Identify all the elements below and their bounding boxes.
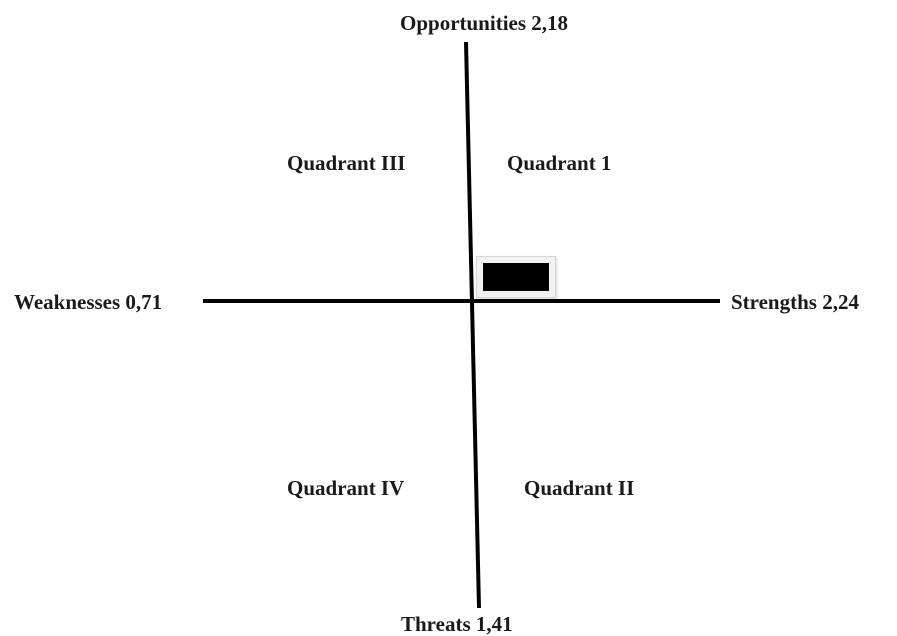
position-marker-fill [483,263,549,291]
opportunities-label: Opportunities 2,18 [400,11,569,35]
quadrant-iii-label: Quadrant III [287,151,406,175]
weaknesses-label: Weaknesses 0,71 [14,290,163,314]
quadrant-1-label: Quadrant 1 [507,151,612,175]
vertical-axis-line [464,41,481,609]
position-marker [476,256,556,298]
strengths-label: Strengths 2,24 [731,290,859,314]
quadrant-iv-label: Quadrant IV [287,476,405,500]
threats-label: Threats 1,41 [401,612,513,636]
quadrant-ii-label: Quadrant II [524,476,635,500]
